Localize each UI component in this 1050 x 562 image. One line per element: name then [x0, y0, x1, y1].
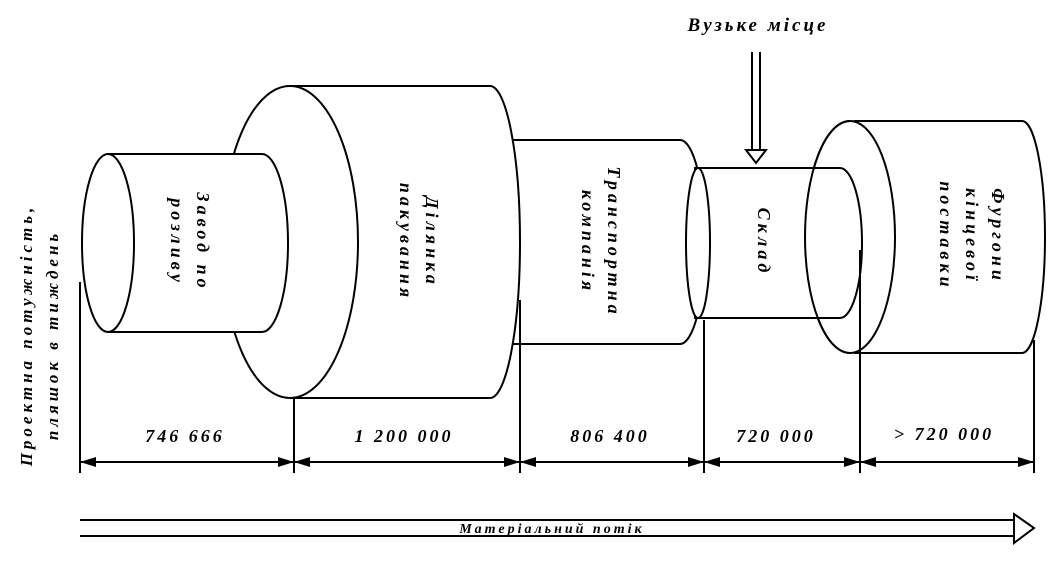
bottleneck-arrow	[743, 52, 769, 165]
dimension-arrows	[80, 457, 1034, 467]
svg-text:розливу: розливу	[167, 196, 187, 286]
cylinder-vans-front-rim	[804, 120, 851, 354]
capacity-packing: 1 200 000	[355, 426, 454, 446]
capacity-transport: 806 400	[570, 426, 650, 446]
svg-text:Завод по: Завод по	[193, 191, 213, 291]
bottleneck-label: Вузьке місце	[687, 15, 829, 36]
material-flow-arrow	[80, 512, 1036, 545]
svg-text:Транспортна: Транспортна	[604, 166, 624, 317]
material-flow-label: Матеріальний потік	[458, 522, 644, 537]
capacity-warehouse: 720 000	[736, 426, 816, 446]
axis-title: Проектна потужність, пляшок в тиждень	[17, 204, 62, 468]
svg-text:Склад: Склад	[754, 208, 774, 277]
svg-text:Ділянка: Ділянка	[422, 194, 442, 287]
cylinder-warehouse	[685, 167, 863, 319]
capacity-bottling: 746 666	[145, 426, 225, 446]
svg-text:пакування: пакування	[396, 183, 416, 301]
svg-text:Проектна потужність,: Проектна потужність,	[17, 204, 36, 468]
svg-text:компанія: компанія	[578, 190, 598, 294]
segment-separators	[79, 250, 1035, 473]
cylinder-transport	[499, 139, 706, 345]
stage-label-packing: Ділянка пакування	[396, 183, 442, 301]
stage-label-vans: Фургони кінцевої поставки	[936, 181, 1008, 290]
capacity-vans: > 720 000	[894, 424, 994, 444]
svg-text:Фургони: Фургони	[988, 188, 1008, 284]
cylinder-bottling	[81, 153, 289, 333]
svg-text:пляшок в тиждень: пляшок в тиждень	[43, 230, 62, 440]
svg-text:кінцевої: кінцевої	[962, 188, 982, 284]
stage-label-warehouse: Склад	[754, 208, 774, 277]
stage-label-transport: Транспортна компанія	[578, 166, 624, 317]
stage-label-bottling: Завод по розливу	[167, 191, 213, 291]
svg-text:поставки: поставки	[936, 181, 956, 290]
